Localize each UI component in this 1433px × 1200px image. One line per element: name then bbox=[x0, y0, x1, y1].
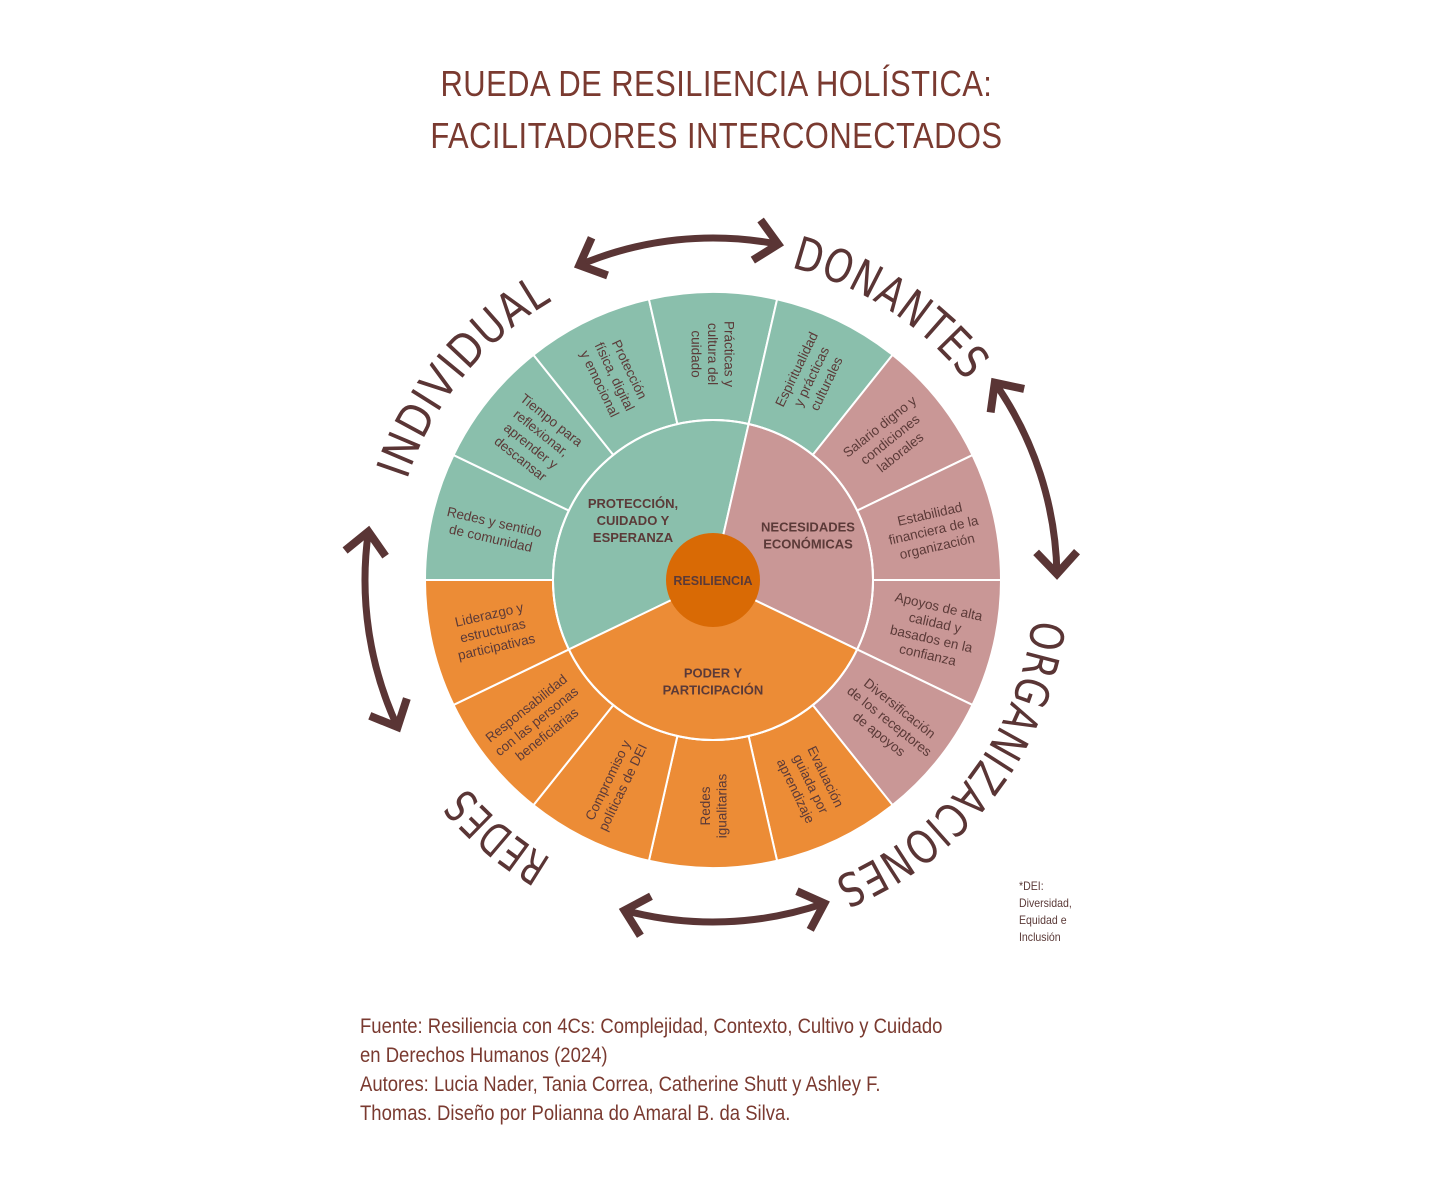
sector-label-line: PROTECCIÓN, bbox=[588, 496, 678, 511]
page-title: RUEDA DE RESILIENCIA HOLÍSTICA: FACILITA… bbox=[100, 58, 1332, 162]
sector-label-line: PODER Y bbox=[684, 666, 743, 681]
inner-ring-border bbox=[552, 419, 874, 741]
authors-line-2: Thomas. Diseño por Polianna do Amaral B.… bbox=[360, 1102, 791, 1125]
source-line-2: en Derechos Humanos (2024) bbox=[360, 1044, 608, 1067]
sector-label-line: ESPERANZA bbox=[593, 530, 674, 545]
dei-footnote: *DEI: Diversidad, Equidad e Inclusión bbox=[1019, 878, 1072, 946]
sector-label-line: PARTICIPACIÓN bbox=[663, 683, 764, 698]
double-arrow-icon bbox=[342, 525, 411, 733]
sector-label: PROTECCIÓN, CUIDADO Y ESPERANZA bbox=[588, 496, 678, 545]
center-circle bbox=[666, 533, 760, 627]
segment-label: Prácticas ycultura delcuidado bbox=[689, 321, 737, 387]
title-line-1: RUEDA DE RESILIENCIA HOLÍSTICA: bbox=[440, 63, 993, 104]
cycle-arrows bbox=[342, 217, 1080, 938]
dei-note-line: Inclusión bbox=[1019, 930, 1061, 944]
segment-label-line: igualitarias bbox=[714, 773, 729, 838]
sector-label-line: ECONÓMICAS bbox=[763, 537, 853, 552]
segment-label-line: cultura del bbox=[705, 323, 720, 385]
outer-ring bbox=[423, 291, 1003, 869]
dei-note-line: Diversidad, bbox=[1019, 896, 1072, 910]
sector-label: PODER Y PARTICIPACIÓN bbox=[663, 666, 764, 698]
sector-label-line: NECESIDADES bbox=[761, 520, 855, 535]
segment-label-line: cuidado bbox=[689, 330, 704, 377]
dei-note-line: *DEI: bbox=[1019, 879, 1044, 893]
arrowhead-icon bbox=[368, 697, 411, 733]
double-arrow-icon bbox=[986, 377, 1080, 580]
arrowhead-icon bbox=[986, 377, 1025, 413]
arrowhead-icon bbox=[342, 525, 389, 559]
authors-line-1: Autores: Lucia Nader, Tania Correa, Cath… bbox=[360, 1073, 881, 1096]
source-line-1: Fuente: Resiliencia con 4Cs: Complejidad… bbox=[360, 1015, 943, 1038]
segment-label-line: Redes bbox=[698, 786, 713, 825]
sector-label: NECESIDADES ECONÓMICAS bbox=[761, 520, 855, 552]
dei-note-line: Equidad e bbox=[1019, 913, 1067, 927]
arrowhead-icon bbox=[795, 887, 830, 932]
segment-label-line: Prácticas y bbox=[722, 321, 737, 387]
arrowhead-icon bbox=[573, 236, 609, 280]
inner-ring-labels: PROTECCIÓN, CUIDADO Y ESPERANZA NECESIDADES… bbox=[588, 496, 855, 698]
arrowhead-icon bbox=[750, 217, 785, 264]
sector-label-line: CUIDADO Y bbox=[597, 513, 670, 528]
arrowhead-icon bbox=[618, 892, 653, 938]
title-line-2: FACILITADORES INTERCONECTADOS bbox=[430, 115, 1003, 156]
source-credits: Fuente: Resiliencia con 4Cs: Complejidad… bbox=[360, 1012, 942, 1128]
double-arrow-icon bbox=[573, 217, 785, 280]
center-label: RESILIENCIA bbox=[673, 574, 752, 588]
arrowhead-icon bbox=[1033, 549, 1080, 580]
double-arrow-icon bbox=[618, 887, 830, 938]
